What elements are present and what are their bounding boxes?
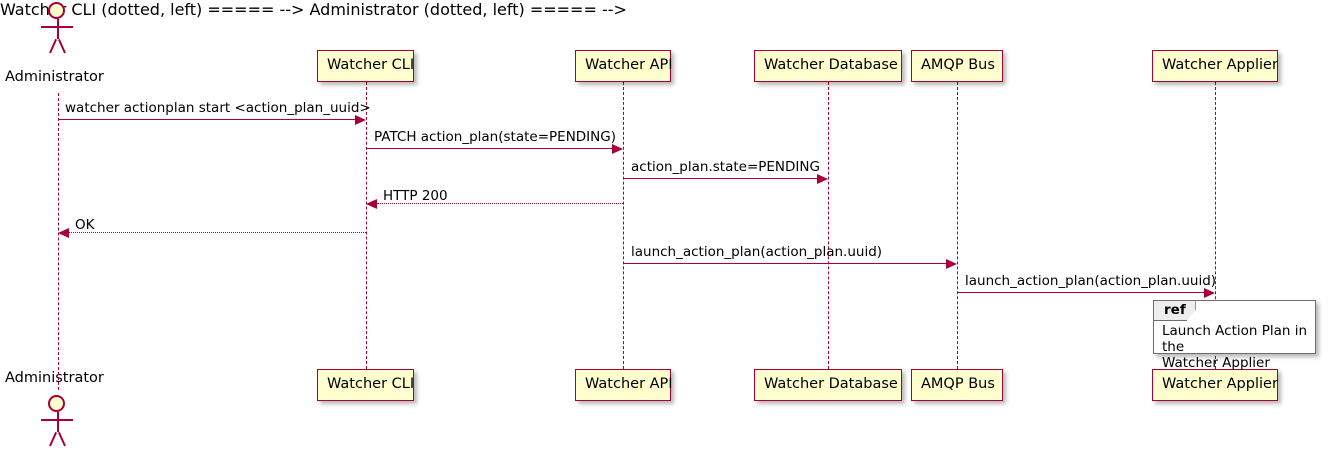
participant-watcher-cli-bottom[interactable]: Watcher CLI [317,369,414,401]
participant-watcher-applier-bottom[interactable]: Watcher Applier [1152,369,1278,401]
participant-label: Watcher Applier [1162,57,1278,73]
actor-leg-left-icon [49,431,58,447]
actor-label-administrator-bottom: Administrator [5,370,104,386]
participant-watcher-api-top[interactable]: Watcher API [575,50,673,82]
participant-label: Watcher CLI [327,57,415,73]
message-label-7: launch_action_plan(action_plan.uuid) [965,273,1217,289]
message-label-4: HTTP 200 [383,188,448,204]
participant-watcher-database-bottom[interactable]: Watcher Database [754,369,902,401]
actor-leg-right-icon [57,431,66,447]
message-label-3: action_plan.state=PENDING [631,159,820,175]
message-arrowhead-3 [817,173,828,184]
lifeline-watcher-cli [365,82,367,369]
actor-leg-left-icon [49,38,58,54]
message-arrowhead-1 [355,114,366,125]
actor-arms-icon [41,26,73,28]
message-line-5 [69,232,366,233]
message-label-6: launch_action_plan(action_plan.uuid) [631,244,883,260]
participant-label: Watcher API [585,57,673,73]
participant-label: Watcher Database [764,57,898,73]
actor-body-icon [56,19,59,39]
actor-body-icon [56,412,59,432]
message-arrowhead-6 [946,258,957,269]
participant-label: Watcher CLI [327,376,415,392]
participant-amqp-bus-bottom[interactable]: AMQP Bus [911,369,1003,401]
lifeline-watcher-applier [1214,82,1216,369]
message-arrowhead-2 [612,143,623,154]
message-label-2: PATCH action_plan(state=PENDING) [374,129,616,145]
participant-watcher-api-bottom[interactable]: Watcher API [575,369,673,401]
participant-label: Watcher Database [764,376,898,392]
participant-label: Watcher API [585,376,673,392]
participant-watcher-applier-top[interactable]: Watcher Applier [1152,50,1278,82]
actor-arms-icon [41,419,73,421]
participant-label: AMQP Bus [921,57,995,73]
message-line-4 [377,203,623,204]
actor-label-administrator-top: Administrator [5,69,104,85]
participant-label: Watcher Applier [1162,376,1278,392]
lifeline-administrator [57,93,59,390]
actor-head-icon [48,395,65,412]
participant-amqp-bus-top[interactable]: AMQP Bus [911,50,1003,82]
ref-fragment-body: Launch Action Plan in the Watcher Applie… [1162,323,1308,371]
participant-label: AMQP Bus [921,376,995,392]
message-line-1 [58,119,356,120]
message-line-7 [957,292,1205,293]
actor-administrator-bottom [35,395,81,447]
lifeline-watcher-api [622,82,624,369]
message-arrowhead-4 [366,198,377,209]
ref-fragment[interactable]: ref Launch Action Plan in the Watcher Ap… [1153,300,1316,371]
lifeline-watcher-database [827,82,829,369]
message-label-1: watcher actionplan start <action_plan_uu… [65,100,371,116]
message-line-2 [366,148,613,149]
message-line-6 [623,263,947,264]
message-line-3 [623,178,818,179]
message-label-5: OK [75,217,95,233]
ref-fragment-tab: ref [1154,301,1196,321]
message-arrowhead-5 [58,227,69,238]
participant-watcher-database-top[interactable]: Watcher Database [754,50,902,82]
actor-administrator-top [35,2,81,54]
participant-watcher-cli-top[interactable]: Watcher CLI [317,50,414,82]
actor-head-icon [48,2,65,19]
actor-leg-right-icon [57,38,66,54]
lifeline-amqp-bus [956,82,958,369]
message-arrowhead-7 [1204,287,1215,298]
